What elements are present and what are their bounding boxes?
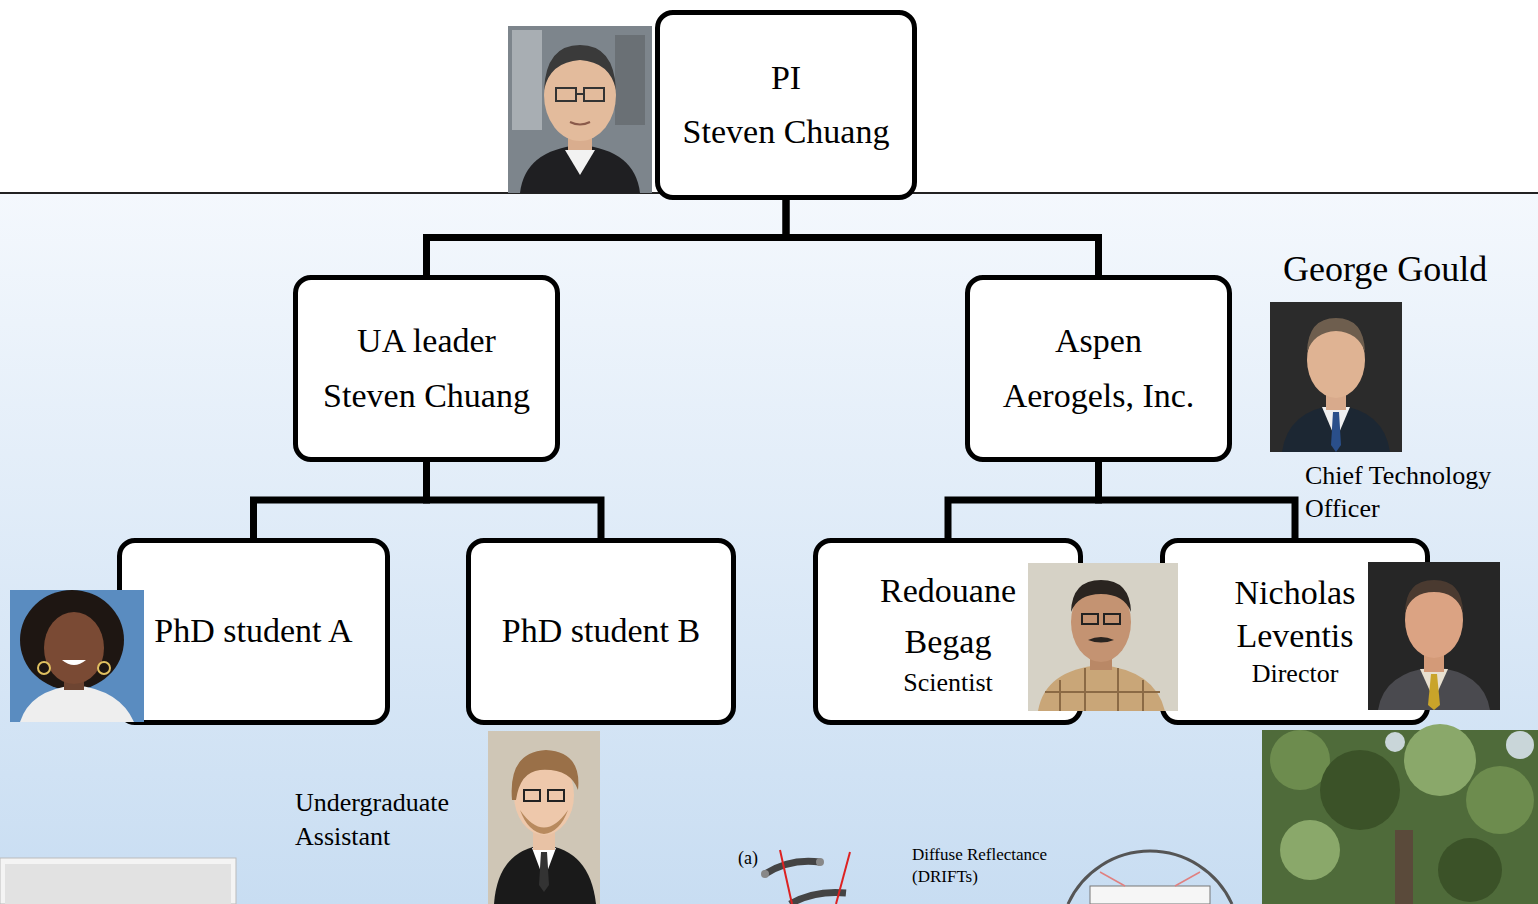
collar xyxy=(565,150,595,175)
portrait-photo xyxy=(1028,563,1178,711)
portrait-photo xyxy=(10,590,144,722)
connector xyxy=(427,462,602,538)
box-title: Nicholas Leventis xyxy=(1205,572,1385,657)
box-subtitle: Steven Chuang xyxy=(323,369,530,423)
org-box: PISteven Chuang xyxy=(655,10,917,200)
org-box: UA leaderSteven Chuang xyxy=(293,275,560,462)
annotation-label: George Gould xyxy=(1283,248,1487,291)
hair xyxy=(1307,318,1365,352)
photo-ground xyxy=(488,731,600,904)
tie xyxy=(1428,674,1440,710)
connector xyxy=(1099,462,1296,538)
hair xyxy=(1071,580,1131,612)
glasses xyxy=(556,88,576,101)
plaid-line xyxy=(1045,691,1160,693)
tree-trunk xyxy=(1395,830,1413,904)
photo-ground xyxy=(508,26,652,193)
connector xyxy=(427,200,787,275)
earring xyxy=(98,662,110,674)
integrating-sphere xyxy=(1068,851,1232,904)
sky-patch xyxy=(1385,732,1405,752)
shirt xyxy=(20,685,134,722)
photo-ground xyxy=(10,590,144,722)
tie xyxy=(539,852,549,892)
light-ray xyxy=(780,850,792,904)
hair xyxy=(544,45,616,90)
box-title: PhD student B xyxy=(502,604,700,658)
smile xyxy=(62,660,86,665)
moustache xyxy=(1088,637,1114,643)
plaid-line xyxy=(1059,680,1061,711)
photo-ground xyxy=(1262,730,1538,904)
sample-stage xyxy=(1090,886,1210,904)
connector xyxy=(948,462,1099,538)
box-subtitle: Scientist xyxy=(903,667,993,698)
foliage xyxy=(1320,750,1400,830)
foliage xyxy=(1280,820,1340,880)
org-box: PhD student A xyxy=(117,538,390,725)
foliage xyxy=(1438,838,1502,902)
annotation-label: (a) xyxy=(738,848,758,870)
tie xyxy=(1331,412,1341,452)
box-title: PhD student A xyxy=(154,604,352,658)
photo-ground xyxy=(1270,302,1402,452)
light-ray xyxy=(1100,872,1125,886)
portrait-photo xyxy=(508,26,652,193)
mirror-mount xyxy=(816,858,824,866)
box-title: Redouane Begag xyxy=(863,565,1033,667)
connector xyxy=(254,462,427,538)
light-ray xyxy=(836,852,850,904)
plaid-line xyxy=(1084,668,1086,711)
portrait-photo xyxy=(488,731,600,904)
annotation-label: Diffuse Reflectance (DRIFTs) xyxy=(912,844,1080,888)
lab-equipment xyxy=(512,30,542,130)
photo-ground xyxy=(1368,562,1500,710)
jacket xyxy=(1282,405,1390,452)
photo-ground xyxy=(1028,563,1178,711)
foliage xyxy=(1404,724,1476,796)
equipment-photo xyxy=(0,858,236,904)
light-ray xyxy=(1175,872,1200,886)
mirror-mount xyxy=(761,870,769,878)
equipment-panel xyxy=(5,864,231,904)
plaid-shirt xyxy=(1038,665,1165,711)
org-box: Aspen Aerogels, Inc. xyxy=(965,275,1232,462)
glasses xyxy=(1082,614,1098,624)
earring xyxy=(38,662,50,674)
glasses xyxy=(1104,614,1120,624)
jacket xyxy=(520,145,640,193)
lab-equipment xyxy=(615,35,645,125)
beard xyxy=(520,810,568,834)
sky-patch xyxy=(1506,731,1534,759)
plaid-line xyxy=(1117,668,1119,711)
box-title: PI xyxy=(771,51,801,105)
connector xyxy=(786,200,1099,275)
campus-photo xyxy=(1262,724,1538,904)
portrait-photo xyxy=(1270,302,1402,452)
glasses xyxy=(524,790,540,801)
jacket xyxy=(494,845,596,904)
mouth xyxy=(570,122,590,125)
glasses-bridge xyxy=(576,93,584,95)
jacket xyxy=(1378,667,1490,710)
foliage xyxy=(1466,766,1534,834)
foliage xyxy=(1270,730,1330,790)
hair xyxy=(20,590,124,690)
box-subtitle: Steven Chuang xyxy=(683,105,890,159)
annotation-label: Undergraduate Assistant xyxy=(295,786,495,854)
portrait-photo xyxy=(1368,562,1500,710)
org-box: PhD student B xyxy=(466,538,736,725)
hair xyxy=(512,750,579,800)
box-subtitle: Director xyxy=(1252,657,1339,691)
box-title: UA leader xyxy=(357,314,496,368)
plaid-line xyxy=(1142,680,1144,711)
box-title: Aspen Aerogels, Inc. xyxy=(991,314,1206,423)
curved-mirror xyxy=(765,861,820,874)
annotation-label: Chief Technology Officer xyxy=(1305,460,1537,525)
face xyxy=(44,612,104,684)
glasses xyxy=(584,88,604,101)
hair xyxy=(1405,580,1463,612)
glasses xyxy=(548,790,564,801)
